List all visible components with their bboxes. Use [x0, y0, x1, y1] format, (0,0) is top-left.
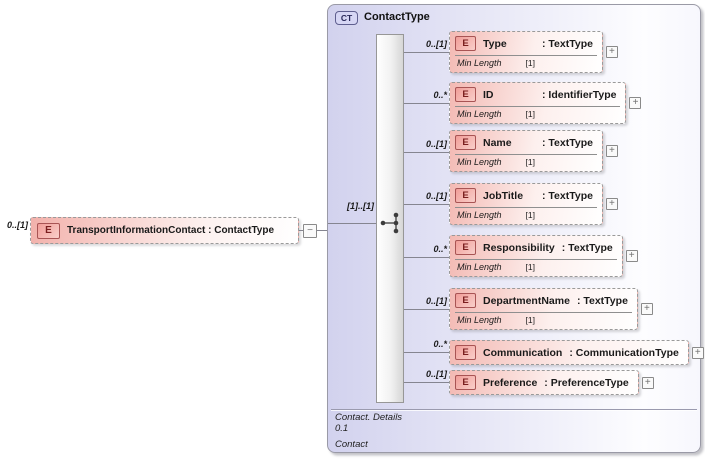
element-name: Communication — [483, 346, 563, 359]
footer-separator — [331, 409, 697, 411]
connector-line — [404, 309, 449, 310]
facet-value: [1] — [525, 315, 535, 325]
connector-line — [404, 204, 449, 205]
element-type-suffix: : CommunicationType — [569, 346, 679, 359]
facet-value: [1] — [525, 157, 535, 167]
root-element-label: TransportInformationContact : ContactTyp… — [67, 225, 275, 236]
element-icon: E — [455, 135, 476, 150]
element-responsibility[interactable]: E Responsibility : TextType Min Length [… — [449, 235, 623, 277]
connector-line — [404, 257, 449, 258]
element-type-suffix: : TextType — [542, 189, 593, 202]
element-icon: E — [455, 345, 476, 360]
element-transport-information-contact[interactable]: E TransportInformationContact : ContactT… — [30, 217, 299, 244]
element-icon: E — [455, 293, 476, 308]
element-type[interactable]: E Type : TextType Min Length [1] — [449, 31, 603, 73]
facet-value: [1] — [525, 210, 535, 220]
connector-line — [404, 152, 449, 153]
sequence-connector-line — [328, 223, 376, 224]
connector-line — [404, 52, 449, 53]
facet-name: Min Length — [457, 210, 502, 220]
facet-name: Min Length — [457, 262, 502, 272]
facet-row: Min Length [1] — [455, 259, 617, 276]
element-preference[interactable]: E Preference : PreferenceType — [449, 370, 639, 395]
cardinality-label: 0..[1] — [425, 139, 447, 149]
element-icon: E — [455, 87, 476, 102]
element-type-suffix: : PreferenceType — [544, 376, 629, 389]
element-type-suffix: : TextType — [576, 294, 628, 307]
element-type-suffix: : TextType — [542, 37, 593, 50]
element-name: Name — [483, 136, 512, 149]
footer-annotation: Contact. Details — [335, 412, 403, 423]
element-icon: E — [455, 375, 476, 390]
element-name: Preference — [483, 376, 538, 389]
facet-value: [1] — [525, 109, 535, 119]
connector-line — [404, 352, 449, 353]
complex-type-contacttype: CT ContactType [1]..[1] 0..[1] E Type : … — [327, 4, 704, 453]
element-departmentname[interactable]: E DepartmentName : TextType Min Length [… — [449, 288, 638, 330]
element-jobtitle[interactable]: E JobTitle : TextType Min Length [1] — [449, 183, 603, 225]
complex-type-title: ContactType — [364, 11, 430, 23]
connector-line — [404, 103, 449, 104]
connector-line — [404, 382, 449, 383]
collapse-toggle-icon[interactable]: − — [303, 224, 317, 238]
facet-row: Min Length [1] — [455, 207, 597, 224]
expand-toggle-icon[interactable]: + — [605, 145, 618, 157]
element-icon: E — [455, 188, 476, 203]
element-name-box[interactable]: E Name : TextType Min Length [1] — [449, 130, 603, 172]
facet-row: Min Length [1] — [455, 55, 597, 72]
facet-row: Min Length [1] — [455, 154, 597, 171]
expand-toggle-icon[interactable]: + — [641, 376, 654, 389]
element-type-suffix: : TextType — [561, 241, 613, 254]
cardinality-label: 0..[1] — [425, 191, 447, 201]
sequence-cardinality-label: [1]..[1] — [347, 201, 374, 211]
sequence-bar[interactable] — [376, 34, 404, 403]
facet-row: Min Length [1] — [455, 106, 621, 123]
element-communication[interactable]: E Communication : CommunicationType — [449, 340, 689, 365]
cardinality-label: 0..[1] — [425, 296, 447, 306]
facet-name: Min Length — [457, 58, 502, 68]
root-cardinality-label: 0..[1] — [6, 220, 28, 230]
expand-toggle-icon[interactable]: + — [625, 250, 638, 262]
element-type-suffix: : IdentifierType — [542, 88, 617, 101]
cardinality-label: 0..* — [433, 90, 447, 100]
expand-toggle-icon[interactable]: + — [605, 198, 618, 210]
cardinality-label: 0..* — [433, 244, 447, 254]
element-name: Type — [483, 37, 507, 50]
facet-name: Min Length — [457, 315, 502, 325]
facet-value: [1] — [525, 58, 535, 68]
element-name: ID — [483, 88, 494, 101]
element-type-suffix: : TextType — [542, 136, 593, 149]
expand-toggle-icon[interactable]: + — [605, 46, 618, 58]
facet-name: Min Length — [457, 157, 502, 167]
element-id[interactable]: E ID : IdentifierType Min Length [1] — [449, 82, 627, 124]
footer-name: Contact — [335, 439, 368, 450]
element-icon: E — [455, 240, 476, 255]
facet-value: [1] — [525, 262, 535, 272]
sequence-icon — [380, 212, 399, 234]
complex-type-icon: CT — [335, 11, 358, 25]
expand-toggle-icon[interactable]: + — [691, 346, 704, 359]
element-icon: E — [37, 222, 60, 239]
cardinality-label: 0..[1] — [425, 39, 447, 49]
facet-row: Min Length [1] — [455, 312, 632, 329]
footer-occurrence: 0.1 — [335, 423, 349, 434]
cardinality-label: 0..* — [433, 339, 447, 349]
cardinality-label: 0..[1] — [425, 369, 447, 379]
element-name: Responsibility — [483, 241, 555, 254]
facet-name: Min Length — [457, 109, 502, 119]
element-icon: E — [455, 36, 476, 51]
expand-toggle-icon[interactable]: + — [640, 303, 653, 315]
element-name: DepartmentName — [483, 294, 570, 307]
element-name: JobTitle — [483, 189, 524, 202]
expand-toggle-icon[interactable]: + — [629, 97, 642, 109]
